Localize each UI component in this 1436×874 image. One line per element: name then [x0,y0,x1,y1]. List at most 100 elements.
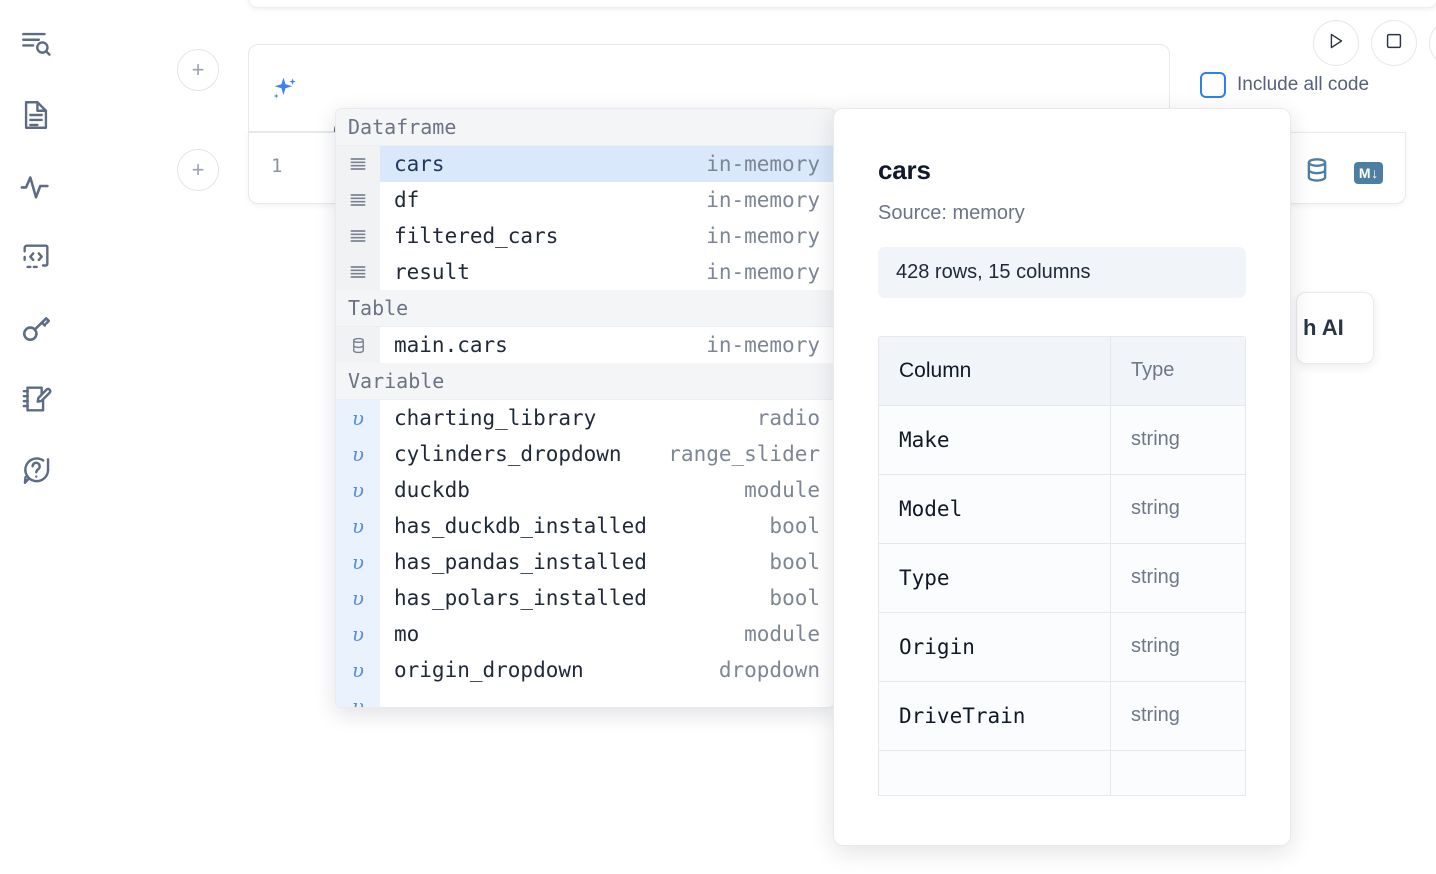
key-icon [19,311,53,345]
variable-icon: υ [336,400,380,436]
column-name-cell: Type [879,544,1111,612]
variable-icon: υ [336,688,380,707]
dataframe-icon [336,218,380,254]
sidebar-rail [0,0,72,874]
autocomplete-item-type: bool [769,514,820,538]
detail-stats-badge: 428 rows, 15 columns [878,247,1246,298]
include-all-code-row[interactable]: Include all code [1200,72,1369,98]
more-actions-button[interactable] [1429,20,1436,66]
cell-action-icons: M↓ [1302,155,1383,190]
plus-icon: + [191,57,205,82]
column-type-cell: string [1111,682,1245,750]
autocomplete-item-name: filtered_cars [394,224,559,248]
sidebar-item-secrets[interactable] [14,302,58,354]
include-all-code-checkbox[interactable] [1200,72,1226,98]
autocomplete-item[interactable]: main.cars in-memory [336,327,834,363]
sidebar-item-notebook[interactable] [14,89,58,141]
column-type-cell [1111,751,1245,795]
autocomplete-item-type: in-memory [706,260,820,284]
autocomplete-item-type: in-memory [706,333,820,357]
autocomplete-item-type: in-memory [706,152,820,176]
database-icon [336,327,380,363]
autocomplete-item-type: dropdown [718,658,820,682]
line-number: 1 [271,155,283,177]
variable-icon: υ [336,508,380,544]
column-name-cell: Make [879,406,1111,474]
table-column-header: Column [879,337,1111,405]
sidebar-item-help[interactable] [14,444,58,496]
previous-cell-card [248,0,1436,8]
autocomplete-item[interactable]: υ origin_dropdown dropdown [336,652,834,688]
add-cell-below-button[interactable]: + [177,149,219,191]
run-button[interactable] [1313,20,1359,66]
autocomplete-item-type: in-memory [706,188,820,212]
include-all-code-label: Include all code [1237,74,1370,95]
generate-with-ai-label: h AI [1303,315,1344,340]
document-icon [19,98,53,132]
sidebar-item-activity[interactable] [14,160,58,212]
autocomplete-item-name: has_pandas_installed [394,550,647,574]
database-icon[interactable] [1302,155,1332,190]
markdown-badge[interactable]: M↓ [1353,161,1383,184]
dataframe-icon [336,146,380,182]
dataframe-detail-panel: cars Source: memory 428 rows, 15 columns… [833,108,1291,846]
column-name-cell: Model [879,475,1111,543]
stop-button[interactable] [1371,20,1417,66]
code-snippet-icon [19,240,53,274]
column-type-cell: string [1111,613,1245,681]
detail-source: Source: memory [878,202,1025,224]
autocomplete-item[interactable]: υ has_duckdb_installed bool [336,508,834,544]
autocomplete-item-name: mo [394,622,420,646]
markdown-badge-arrow: ↓ [1371,164,1378,181]
autocomplete-item[interactable]: υ cylinders_dropdown range_slider [336,436,834,472]
autocomplete-item-type: bool [769,550,820,574]
autocomplete-group-header: Dataframe [336,109,834,146]
detail-title: cars [878,155,931,185]
table-column-header: Type [1111,337,1245,405]
autocomplete-item-name: origin_dropdown [394,658,584,682]
help-chat-icon [19,453,53,487]
play-icon [1325,30,1347,57]
explore-search-icon [19,27,53,61]
column-name-cell: Origin [879,613,1111,681]
autocomplete-item-type: module [744,478,820,502]
sidebar-item-explore[interactable] [14,18,58,70]
cell-run-toolbar [1313,20,1436,66]
column-type-cell: string [1111,544,1245,612]
dataframe-icon [336,254,380,290]
column-name-cell: DriveTrain [879,682,1111,750]
sidebar-item-scratchpad[interactable] [14,373,58,425]
variable-icon: υ [336,472,380,508]
plus-icon: + [191,157,205,182]
autocomplete-item-name: cylinders_dropdown [394,442,622,466]
activity-icon [19,169,53,203]
sidebar-item-snippets[interactable] [14,231,58,283]
sparkle-icon [267,73,301,107]
add-cell-above-button[interactable]: + [177,49,219,91]
variable-icon: υ [336,436,380,472]
autocomplete-item-type: radio [756,406,820,430]
variable-icon: υ [336,652,380,688]
column-name-cell [879,751,1111,795]
autocomplete-item-name: has_duckdb_installed [394,514,647,538]
autocomplete-item-name: main.cars [394,333,508,357]
autocomplete-item[interactable]: υ [336,688,834,707]
markdown-badge-letter: M [1358,164,1371,181]
generate-with-ai-card[interactable]: h AI [1296,292,1374,364]
autocomplete-item-type: range_slider [668,442,820,466]
